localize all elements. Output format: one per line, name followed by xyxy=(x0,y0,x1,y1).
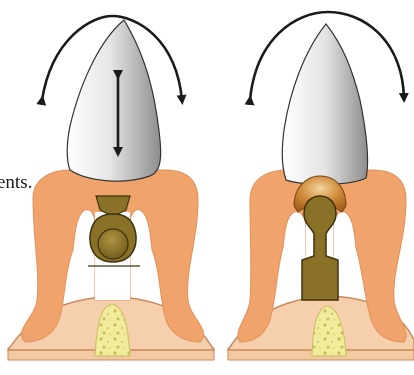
right-panel xyxy=(228,12,414,360)
right-crown xyxy=(282,24,367,184)
left-crown xyxy=(67,20,160,181)
left-panel xyxy=(8,16,214,360)
caption-fragment: ents. xyxy=(0,172,32,194)
